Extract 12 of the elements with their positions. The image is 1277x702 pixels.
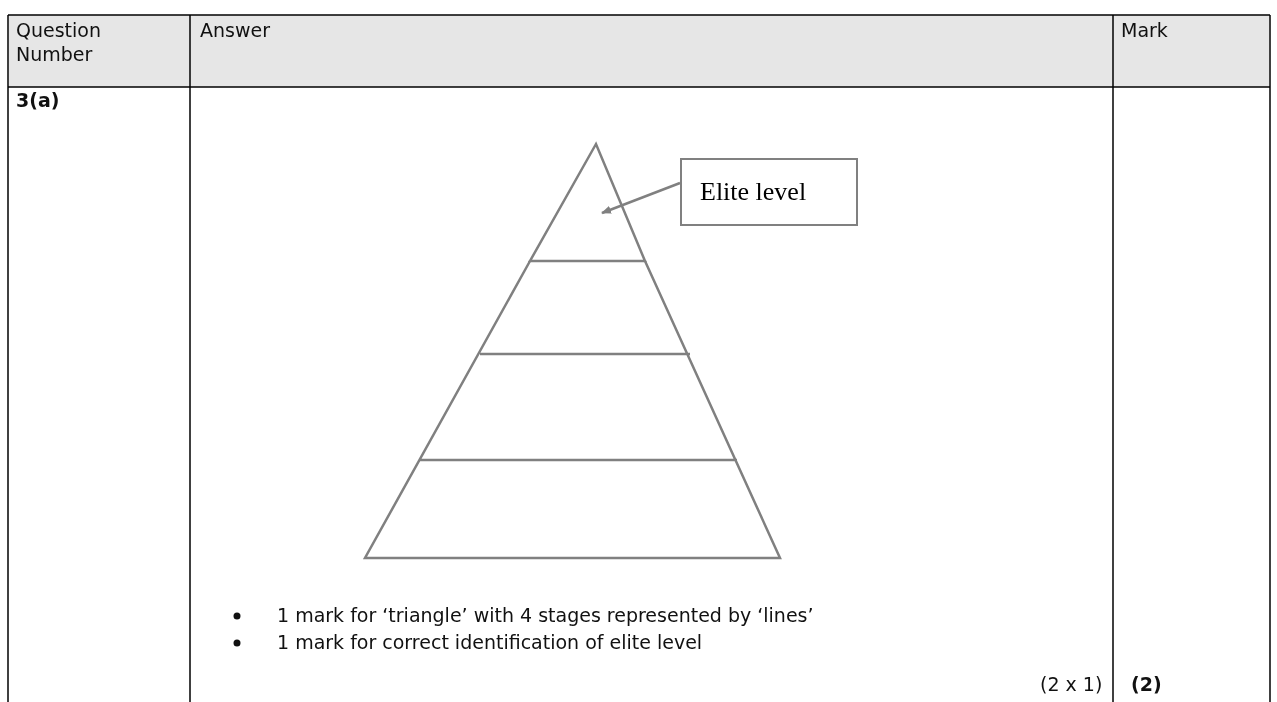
column-header: Question Number: [16, 18, 102, 66]
label-box: [680, 158, 858, 226]
column-header: Answer: [200, 18, 270, 42]
mark-breakdown: (2 x 1): [1040, 672, 1103, 696]
pyramid-top-tier: [527, 141, 647, 263]
question-number: 3(a): [16, 88, 60, 112]
marking-point: 1 mark for ‘triangle’ with 4 stages represented by ‘lines’: [277, 603, 814, 627]
label-text: Elite level: [700, 177, 807, 207]
marking-point: 1 mark for correct identification of elite level: [277, 630, 703, 654]
leader-arrow: [601, 181, 681, 215]
total-mark: (2): [1131, 672, 1162, 696]
column-header: Mark: [1121, 18, 1168, 42]
